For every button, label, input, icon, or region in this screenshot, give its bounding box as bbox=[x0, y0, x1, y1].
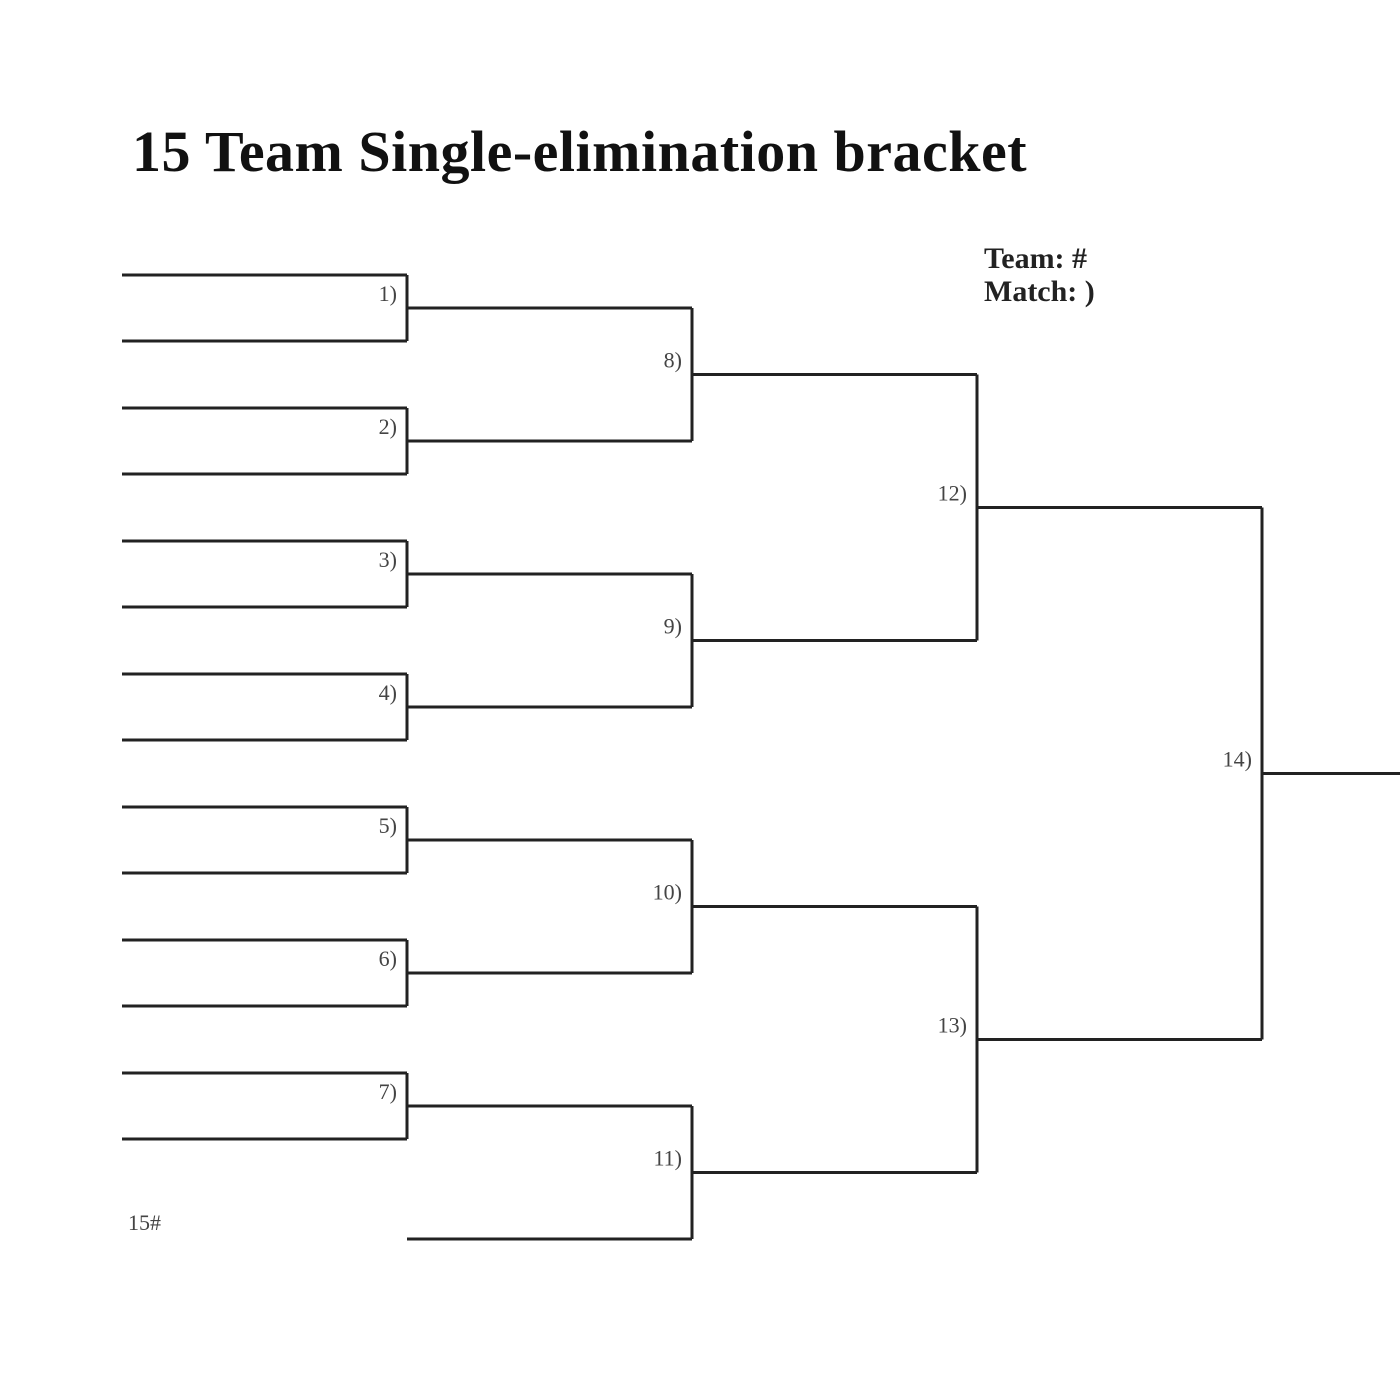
match-number-label: 9) bbox=[664, 614, 682, 639]
page-title: 15 Team Single-elimination bracket bbox=[132, 119, 1028, 184]
match-number-label: 10) bbox=[653, 880, 682, 905]
match-number-label: 13) bbox=[938, 1013, 967, 1038]
match-number-label: 1) bbox=[379, 281, 397, 306]
bye-seed-label: 15# bbox=[128, 1210, 161, 1235]
match-number-label: 14) bbox=[1223, 747, 1252, 772]
match-number-label: 11) bbox=[653, 1146, 682, 1171]
match-number-label: 4) bbox=[379, 680, 397, 705]
match-number-label: 6) bbox=[379, 946, 397, 971]
legend-team: Team: # bbox=[984, 242, 1088, 275]
match-number-label: 5) bbox=[379, 813, 397, 838]
match-number-label: 2) bbox=[379, 414, 397, 439]
match-number-label: 7) bbox=[379, 1079, 397, 1104]
match-number-label: 12) bbox=[938, 481, 967, 506]
legend-match: Match: ) bbox=[984, 275, 1095, 308]
match-number-label: 3) bbox=[379, 547, 397, 572]
match-number-label: 8) bbox=[664, 348, 682, 373]
legend: Team: # Match: ) bbox=[984, 242, 1095, 308]
